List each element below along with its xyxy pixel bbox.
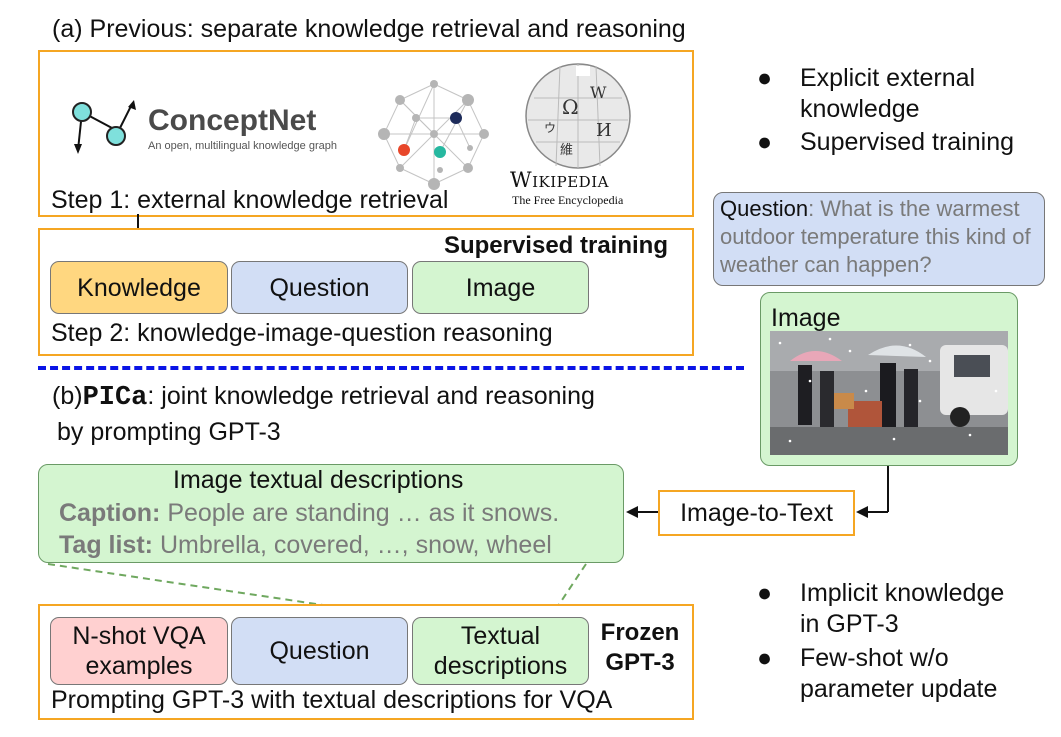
image-to-text-label: Image-to-Text [680, 499, 833, 527]
bullet-dot: ● [757, 579, 773, 607]
bullet-text: Implicit knowledge in GPT-3 [800, 579, 1005, 638]
globe-glyph-omega: Ω [562, 95, 579, 119]
wikipedia-globe-icon: Ω W И 維 ウ [525, 63, 631, 169]
image-pill: Image [412, 261, 589, 314]
prompting-box: N-shot VQA examples Question Textual des… [38, 604, 694, 720]
bullet-dot: ● [757, 128, 773, 156]
frozen-gpt3-label: Frozen GPT-3 [600, 619, 680, 676]
bullet-supervised-training: ● Supervised training [757, 127, 1047, 158]
globe-glyph-w: W [590, 83, 607, 102]
section-divider [38, 366, 744, 370]
tag-list-line: Tag list: Umbrella, covered, …, snow, wh… [59, 530, 552, 560]
caption-label: Caption: [59, 499, 161, 527]
nshot-examples-pill: N-shot VQA examples [50, 617, 228, 685]
bullet-text: Explicit external knowledge [800, 64, 976, 123]
section-a-heading: (a) Previous: separate knowledge retriev… [52, 14, 686, 44]
bullet-dot: ● [757, 644, 773, 672]
wikipedia-tagline: The Free Encyclopedia [512, 193, 624, 207]
section-b-heading: (b)PICa: joint knowledge retrieval and r… [52, 381, 595, 413]
tag-list-label: Tag list: [59, 531, 153, 559]
snow-street-photo [770, 331, 1008, 455]
section-a-title: Previous: separate knowledge retrieval a… [89, 15, 686, 43]
image-box: Image [760, 292, 1018, 466]
bullet-implicit-knowledge: ● Implicit knowledge in GPT-3 [757, 578, 1047, 640]
step2-label: Step 2: knowledge-image-question reasoni… [51, 319, 553, 347]
textual-descriptions-pill: Textual descriptions [412, 617, 589, 685]
question-pill-b: Question [231, 617, 408, 685]
globe-glyph-kana: ウ [544, 121, 556, 135]
step1-label: Step 1: external knowledge retrieval [51, 186, 449, 214]
prompting-label: Prompting GPT-3 with textual description… [51, 686, 613, 714]
textual-descriptions-box: Image textual descriptions Caption: Peop… [38, 464, 624, 563]
conceptnet-logo-icon [72, 100, 136, 154]
conceptnet-tagline: An open, multilingual knowledge graph [148, 140, 337, 152]
bullet-few-shot: ● Few-shot w/o parameter update [757, 643, 1047, 705]
step1-box: ConceptNet An open, multilingual knowled… [38, 50, 694, 217]
knowledge-pill: Knowledge [50, 261, 228, 314]
image-to-text-arrows [626, 466, 889, 518]
caption-text: People are standing … as it snows. [167, 499, 560, 527]
globe-glyph-i: И [596, 120, 612, 141]
question-box: Question: What is the warmest outdoor te… [713, 192, 1045, 286]
bullet-dot: ● [757, 64, 773, 92]
section-a-prefix: (a) [52, 15, 83, 43]
section-b-prefix: (b) [52, 382, 83, 410]
knowledge-graph-icon [378, 80, 489, 190]
question-label: Question [720, 196, 809, 221]
step2-box: Supervised training Knowledge Question I… [38, 228, 694, 356]
image-label: Image [771, 304, 841, 332]
pica-name: PICa [82, 383, 148, 413]
conceptnet-name: ConceptNet [148, 104, 317, 137]
globe-glyph-cjk: 維 [560, 143, 573, 158]
wikipedia-name: Wikipedia [510, 168, 609, 192]
supervised-training-label: Supervised training [443, 232, 668, 259]
question-pill: Question [231, 261, 408, 314]
bullet-text: Few-shot w/o parameter update [800, 644, 998, 703]
bullet-explicit-knowledge: ● Explicit external knowledge [757, 63, 1047, 125]
section-b-title-line1: : joint knowledge retrieval and reasonin… [147, 382, 595, 410]
descriptions-title: Image textual descriptions [173, 466, 464, 494]
section-b-title-line2: by prompting GPT-3 [57, 418, 281, 446]
caption-line: Caption: People are standing … as it sno… [59, 498, 559, 528]
image-to-text-box: Image-to-Text [658, 490, 855, 536]
question-text: : What is the warmest outdoor temperatur… [720, 196, 1031, 277]
tag-list-text: Umbrella, covered, …, snow, wheel [159, 531, 552, 559]
bullet-text: Supervised training [800, 128, 1015, 156]
